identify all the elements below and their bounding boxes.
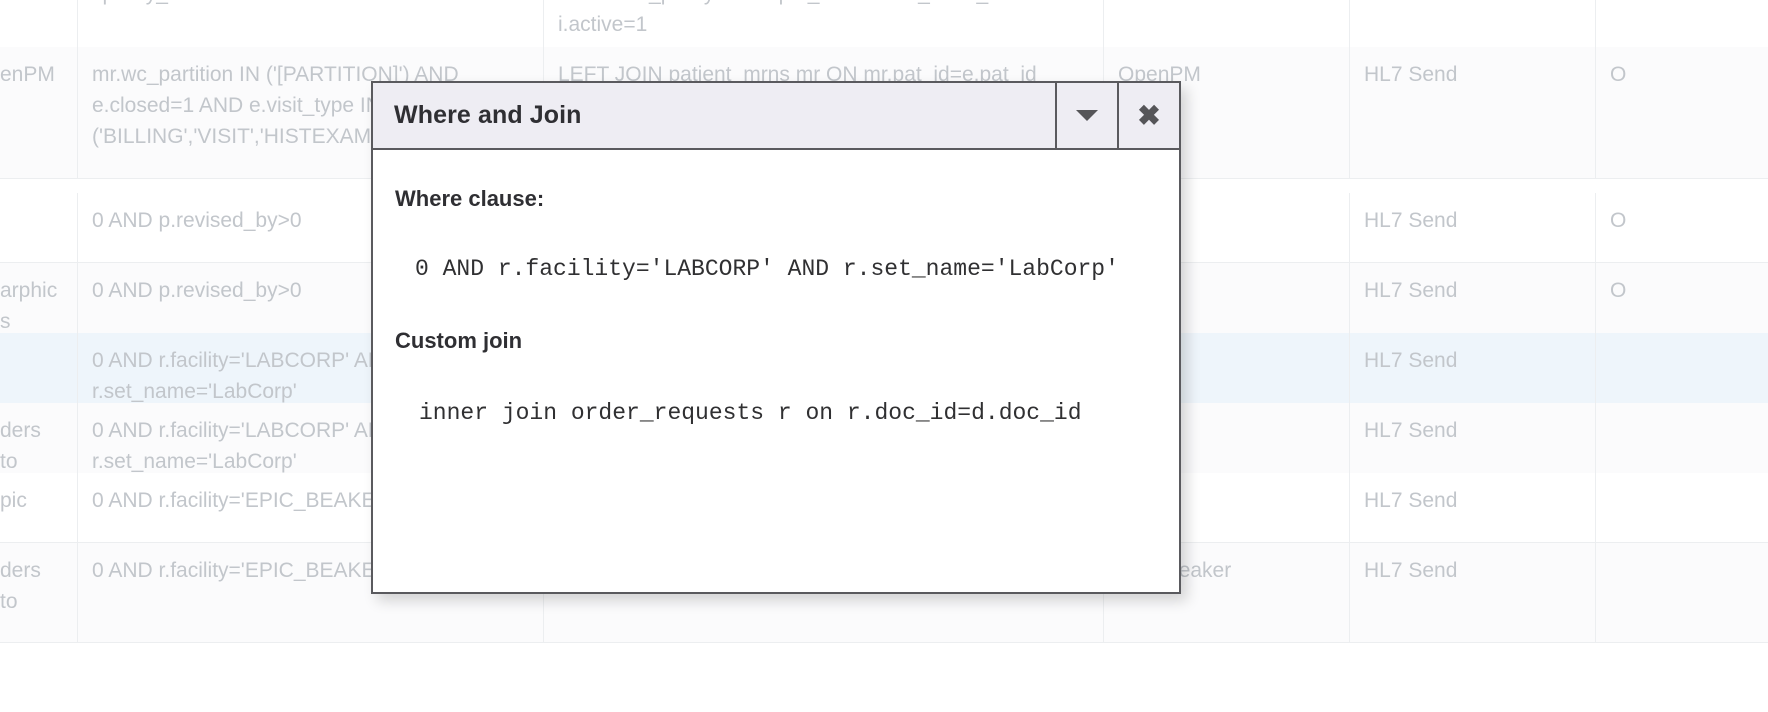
table-cell-extra: [1596, 543, 1768, 642]
table-cell-name: pic: [0, 473, 78, 542]
table-cell-extra: O: [1610, 209, 1627, 232]
table-cell-action: HL7 Send: [1350, 473, 1596, 542]
where-and-join-dialog: Where and Join ✖ Where clause: 0 AND r.f…: [371, 81, 1181, 594]
table-cell-where-clause: 0 AND p.revised_by>0: [78, 193, 544, 262]
table-cell-extra: O: [1610, 63, 1627, 86]
table-cell-name: [0, 0, 78, 75]
table-cell-where-clause: 0 AND p.revised_by>0: [78, 263, 544, 349]
table-cell-name: arphics: [0, 263, 78, 349]
dialog-dropdown-button[interactable]: [1055, 83, 1117, 148]
dialog-header: Where and Join ✖: [373, 83, 1179, 150]
table-cell-name: [0, 193, 78, 262]
table-cell-where-clause: mr.wc_partition IN ('[PARTITION]') AND e…: [78, 47, 544, 178]
close-icon: ✖: [1137, 99, 1161, 131]
table-cell-name: ders to: [0, 543, 78, 642]
table-cell-action: [1350, 0, 1596, 75]
table-cell-extra: [1596, 473, 1768, 542]
table-cell-name: [0, 333, 78, 419]
table-cell-action: HL7 Send: [1350, 403, 1596, 489]
table-cell-action: HL7 Send: [1350, 47, 1596, 178]
custom-join-label: Custom join: [395, 328, 523, 353]
table-cell-action: HL7 Send: [1350, 193, 1596, 262]
table-cell-system: [1104, 0, 1350, 75]
dialog-close-button[interactable]: ✖: [1117, 83, 1179, 148]
where-clause-value: 0 AND r.facility='LABCORP' AND r.set_nam…: [415, 256, 1119, 282]
table-cell-system: OpenPM: [1104, 47, 1350, 178]
custom-join-value: inner join order_requests r on r.doc_id=…: [419, 400, 1082, 426]
table-cell-action: HL7 Send: [1350, 263, 1596, 349]
table-cell-name: enPM: [0, 47, 78, 178]
table-cell-custom-join: insurance_policy i ON i.pat_id=eb.fund_c…: [544, 0, 1104, 75]
caret-down-icon: [1076, 110, 1098, 121]
table-cell-name: ders to: [0, 403, 78, 489]
table-cell-extra: O: [1610, 279, 1627, 302]
dialog-title: Where and Join: [394, 101, 582, 129]
table-cell-where-clause: i.policy_id IS NULL: [78, 0, 544, 75]
table-cell-action: HL7 Send: [1350, 543, 1596, 642]
table-cell-action: HL7 Send: [1350, 333, 1596, 419]
dialog-body: Where clause: 0 AND r.facility='LABCORP'…: [373, 150, 1179, 592]
where-clause-label: Where clause:: [395, 186, 545, 211]
table-cell-where-clause: 0 AND r.facility='EPIC_BEAKER': [78, 473, 544, 542]
